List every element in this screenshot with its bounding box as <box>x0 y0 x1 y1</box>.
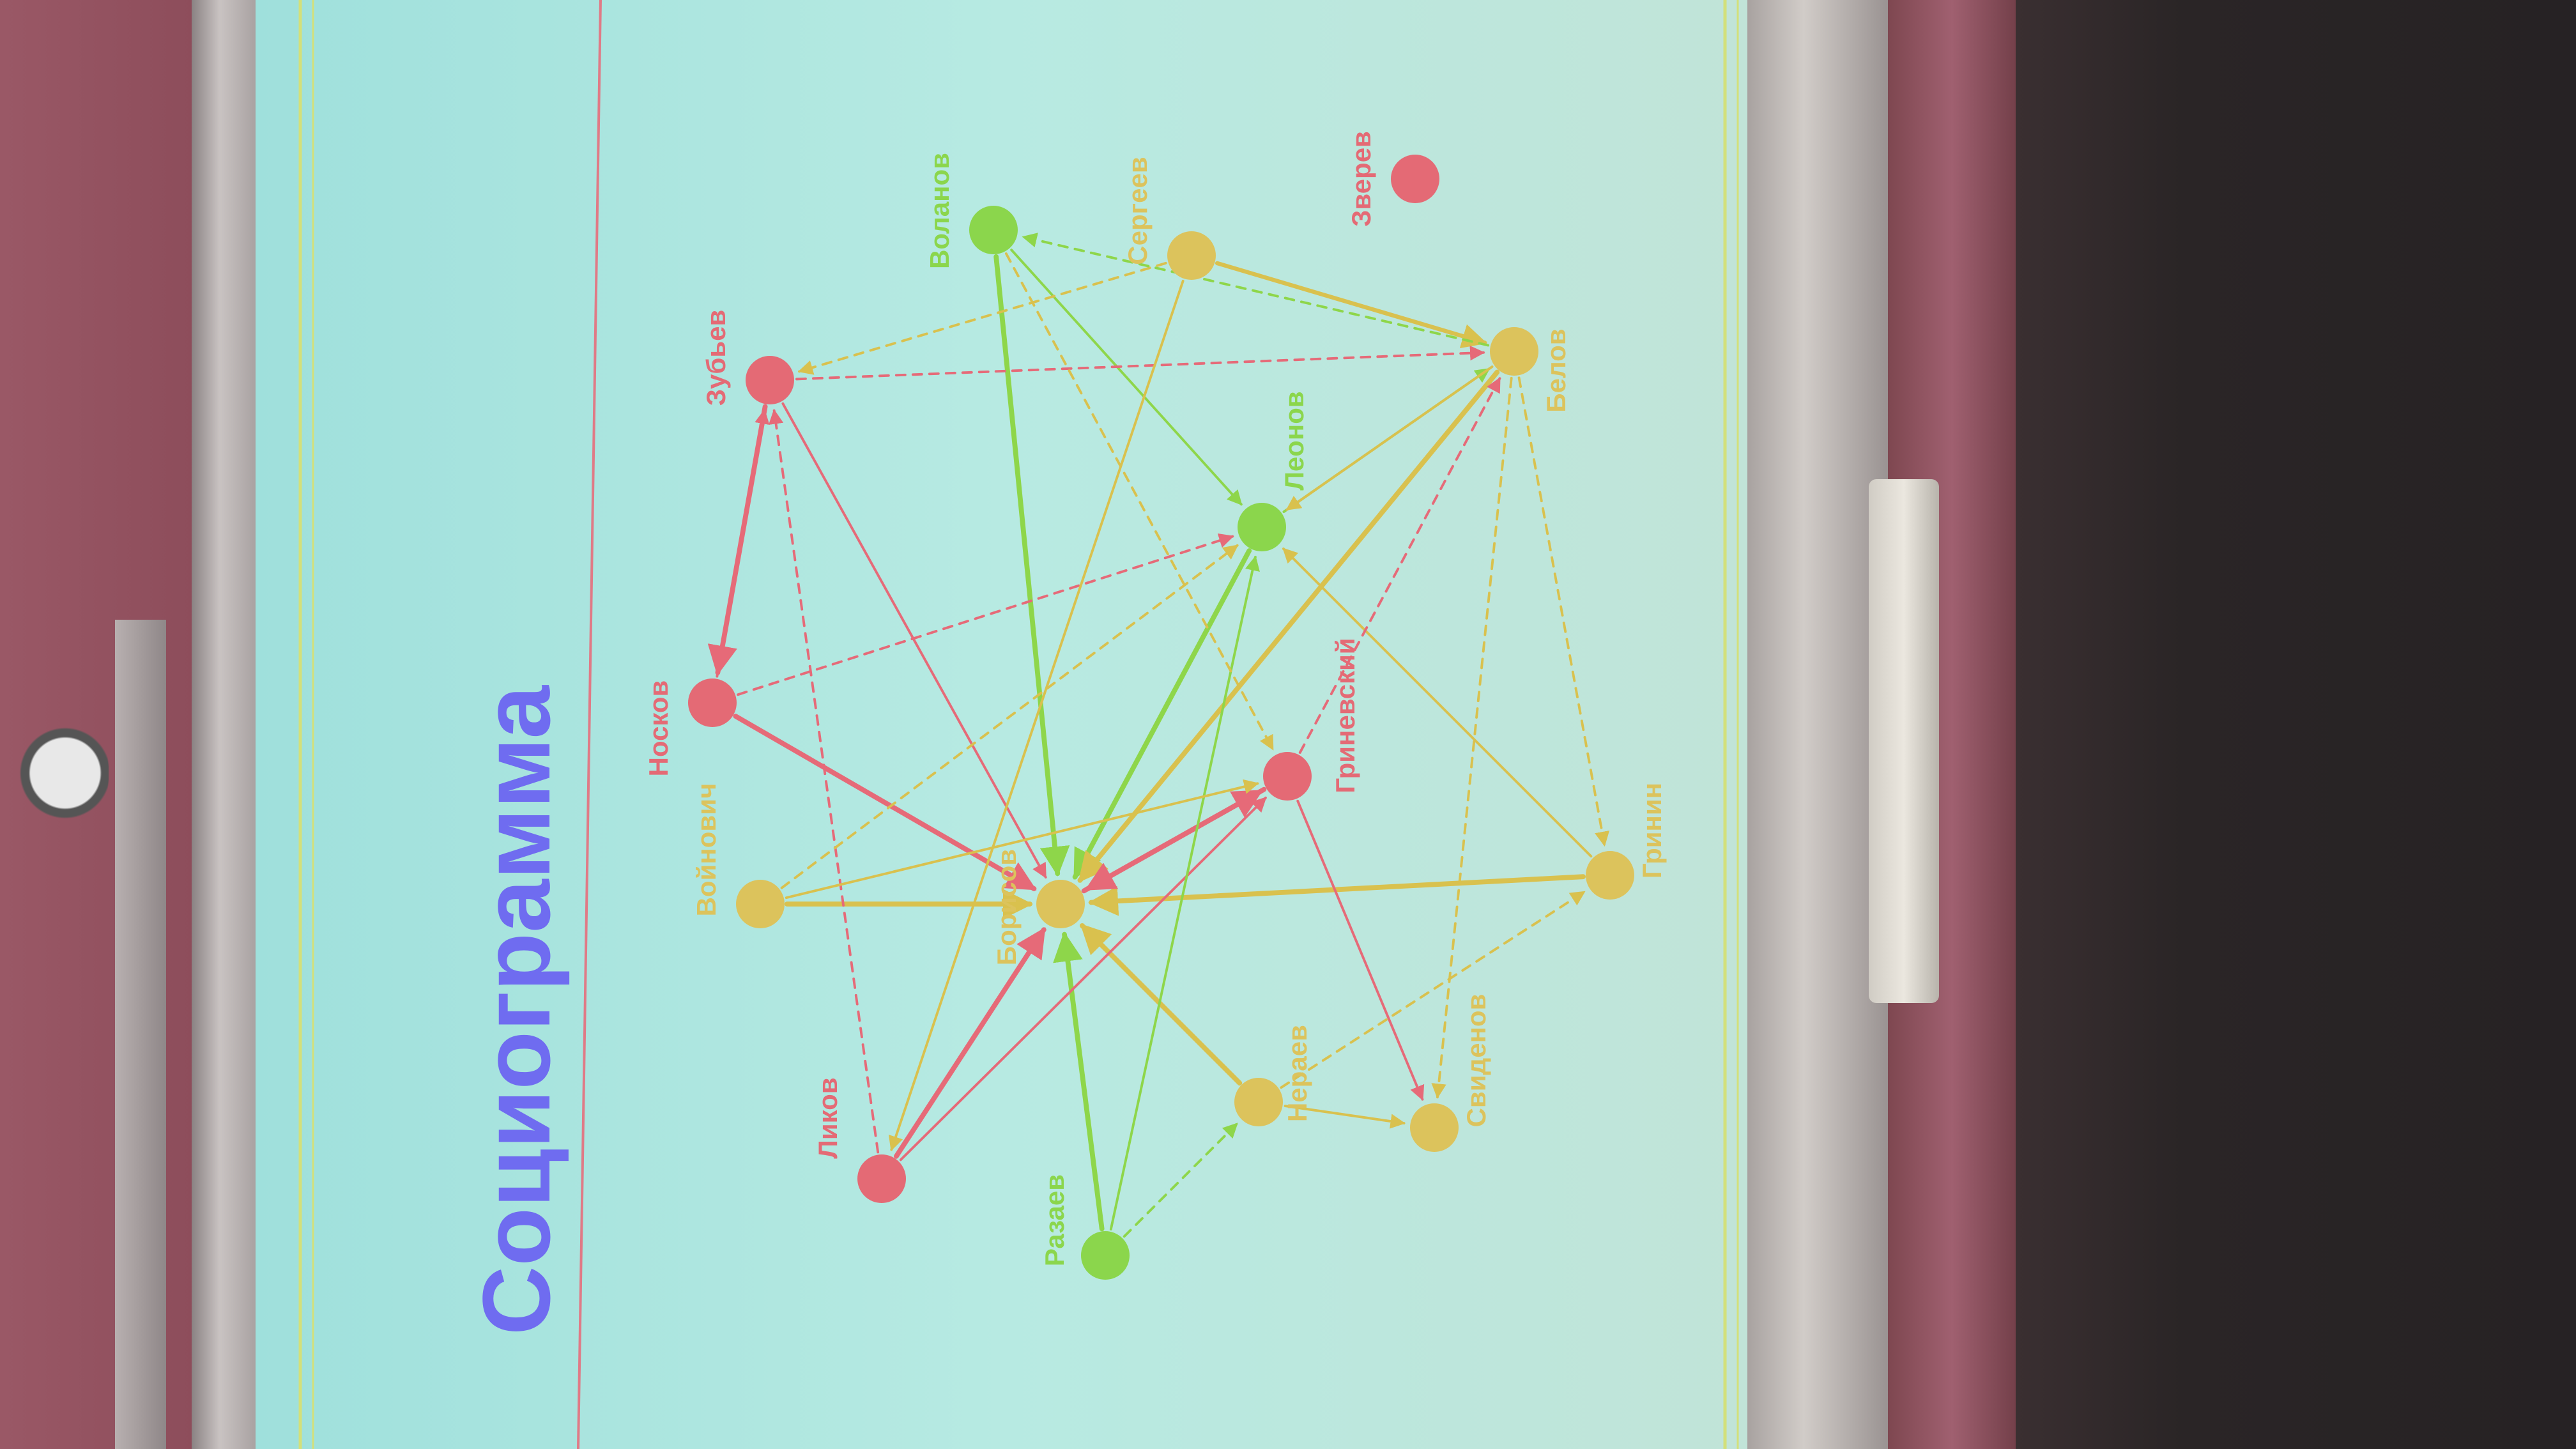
node-label-borisov: Борисов <box>992 849 1022 965</box>
title-underline <box>577 0 602 1449</box>
node-leonov <box>1238 503 1286 551</box>
edge-belov-to-borisov <box>1077 369 1500 883</box>
node-label-zverev: Зверев <box>1346 131 1376 227</box>
node-label-svidenov: Свиденов <box>1461 994 1491 1128</box>
screen-frame-left <box>192 0 262 1449</box>
edge-leonov-to-borisov <box>1072 548 1252 880</box>
node-label-grinevsky: Гриневский <box>1330 638 1360 793</box>
node-voynovich <box>736 880 785 928</box>
node-label-razaev: Разаев <box>1039 1174 1070 1266</box>
edge-volanov-to-leonov <box>1010 249 1243 506</box>
edge-belov-to-volanov <box>1022 233 1490 347</box>
node-label-voynovich: Войнович <box>691 783 721 917</box>
edge-razaev-to-nerayev <box>1123 1122 1239 1238</box>
edges-layer <box>707 233 1610 1238</box>
edge-zubyev-to-belov <box>795 345 1485 381</box>
node-nerayev <box>1234 1078 1283 1126</box>
node-volanov <box>969 206 1018 254</box>
slide-title: Социограмма <box>463 685 570 1335</box>
node-label-volanov: Воланов <box>924 153 954 269</box>
edge-belov-to-leonov <box>1285 365 1494 511</box>
edge-nerayev-to-borisov <box>1080 923 1243 1086</box>
node-grinin <box>1586 851 1634 900</box>
node-label-sergeev: Сергеев <box>1123 157 1153 264</box>
edge-volanov-to-borisov <box>993 254 1070 877</box>
node-belov <box>1490 327 1538 376</box>
edge-grinin-to-leonov <box>1282 547 1593 858</box>
edge-borisov-to-grinevsky <box>1081 788 1264 894</box>
edge-belov-to-svidenov <box>1431 376 1513 1099</box>
edge-nerayev-to-svidenov <box>1284 1105 1406 1129</box>
wall-hook <box>0 709 109 837</box>
edge-nerayev-to-grinin <box>1280 891 1586 1089</box>
edge-grinin-to-borisov <box>1088 874 1586 916</box>
edge-belov-to-grinin <box>1517 376 1610 847</box>
node-zverev <box>1391 155 1439 203</box>
edge-grinevsky-to-belov <box>1298 377 1501 754</box>
edge-razaev-to-leonov <box>1109 555 1260 1230</box>
edge-sergeev-to-likov <box>888 279 1184 1151</box>
node-grinevsky <box>1263 752 1312 801</box>
edge-likov-to-borisov <box>894 927 1046 1159</box>
node-likov <box>857 1154 906 1203</box>
edge-sergeev-to-belov <box>1215 261 1487 349</box>
edge-noskov-to-borisov <box>733 714 1037 891</box>
edge-likov-to-grinevsky <box>899 796 1267 1162</box>
edge-volanov-to-grinevsky <box>1004 252 1275 751</box>
node-label-noskov: Носков <box>643 680 673 777</box>
edge-zubyev-to-borisov <box>781 402 1047 879</box>
edge-razaev-to-borisov <box>1053 931 1105 1232</box>
wall-trim <box>115 620 166 1449</box>
node-zubyev <box>746 356 794 404</box>
edge-sergeev-to-zubyev <box>797 261 1167 375</box>
node-sergeev <box>1167 231 1216 280</box>
node-noskov <box>688 678 737 727</box>
node-razaev <box>1081 1231 1130 1280</box>
node-label-grinin: Гринин <box>1637 783 1667 878</box>
node-borisov <box>1036 880 1085 928</box>
edge-voynovich-to-leonov <box>780 544 1239 889</box>
edge-grinevsky-to-svidenov <box>1296 799 1425 1101</box>
blackboard <box>2016 0 2576 1449</box>
edge-voynovich-to-grinevsky <box>785 779 1259 900</box>
edge-likov-to-zubyev <box>768 409 880 1154</box>
screen-frame-right <box>1747 0 1888 1449</box>
node-label-belov: Белов <box>1541 328 1571 412</box>
node-label-zubyev: Зубьев <box>701 310 731 406</box>
node-label-leonov: Леонов <box>1279 391 1309 490</box>
edge-noskov-to-leonov <box>737 533 1234 696</box>
rail-bracket <box>1869 479 1939 1003</box>
node-label-likov: Ликов <box>813 1077 843 1158</box>
node-svidenov <box>1410 1103 1459 1152</box>
node-label-nerayev: Нераев <box>1282 1025 1312 1122</box>
edge-noskov-to-zubyev <box>716 408 770 678</box>
